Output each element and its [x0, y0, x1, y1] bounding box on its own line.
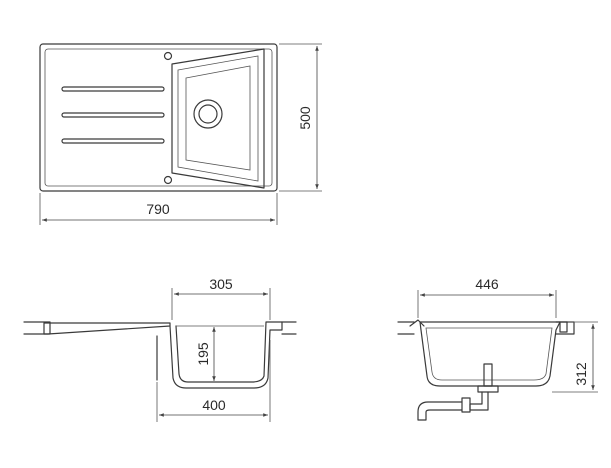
drainboard-grooves: [61, 86, 165, 144]
front-bowl-profile: [169, 321, 283, 389]
side-bowl-profile: [419, 321, 561, 387]
side-section-view: 446 312: [397, 276, 598, 421]
tap-hole-bottom: [163, 175, 173, 185]
front-drainboard-profile: [43, 322, 171, 335]
sink-outline: [39, 43, 278, 192]
dim-side-height: 312: [573, 362, 589, 386]
dim-top-width: 790: [146, 201, 170, 217]
front-section-view: 305 195 400: [23, 276, 297, 422]
dim-top-height: 500: [297, 106, 313, 130]
drain-inner: [198, 104, 218, 124]
drain-outer: [193, 99, 223, 129]
tap-hole-top: [163, 51, 173, 61]
dim-front-bowl-width: 305: [209, 276, 233, 292]
dim-side-width: 446: [475, 276, 499, 292]
waste-trap: [417, 363, 499, 421]
dim-front-cabinet-width: 400: [202, 397, 226, 413]
bowl-outline: [171, 48, 265, 189]
top-view: 790 500: [39, 43, 322, 225]
dim-front-bowl-depth: 195: [195, 342, 211, 366]
